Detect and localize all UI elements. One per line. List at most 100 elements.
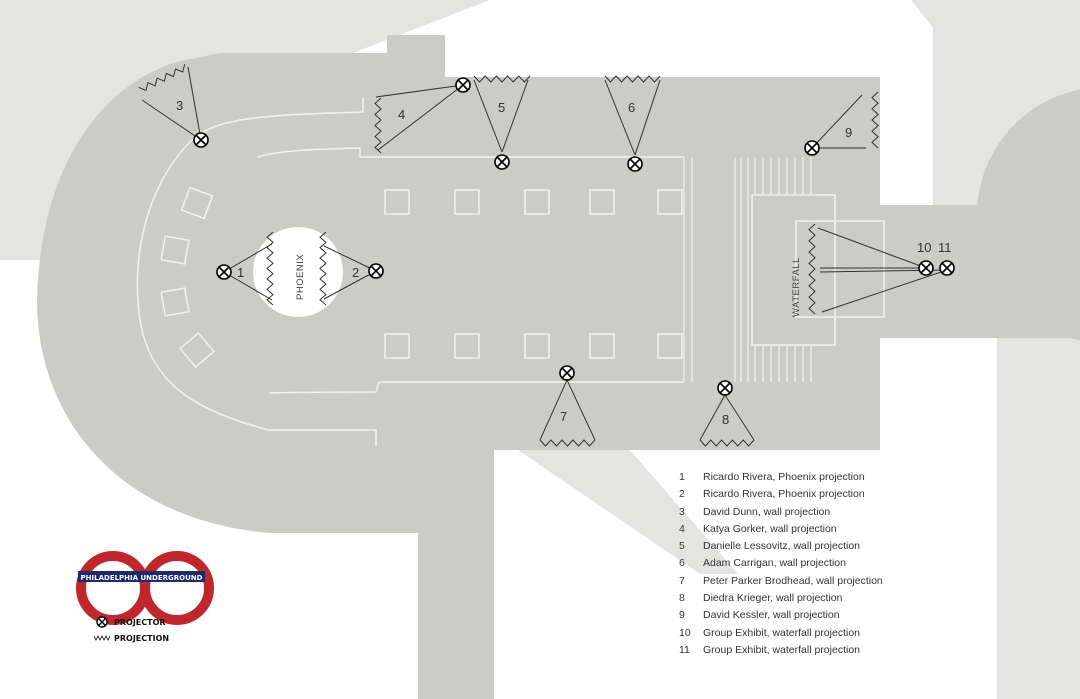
legend-number: 10 [679,626,691,639]
projection-beam [539,379,568,441]
legend-text: Diedra Krieger, wall projection [703,592,843,605]
projector-icon [559,365,575,381]
projection-beam [566,379,596,441]
projection-surface-zigzag [266,231,274,306]
projection-surface-zigzag [871,91,879,149]
projector-icon [368,263,384,279]
philadelphia-underground-logo: PHILADELPHIA UNDERGROUND [76,551,214,625]
projector-label-4: 4 [398,107,405,122]
projector-label-1: 1 [237,265,244,280]
column [589,189,615,215]
legend-item: 9 David Kessler, wall projection [679,609,883,626]
projector-icon [804,140,820,156]
legend-item: 11 Group Exhibit, waterfall projection [679,644,883,661]
projection-surface-zigzag [808,223,816,315]
projection-beam [375,84,464,98]
column [384,333,410,359]
legend-number: 11 [679,643,690,656]
projector-labels: 1 2 3 4 5 6 7 8 9 10 11 [176,98,952,427]
projector-icon [455,77,471,93]
legend-text: Danielle Lessovitz, wall projection [703,540,860,553]
legend-item: 8 Diedra Krieger, wall projection [679,592,883,609]
key-projection-label: PROJECTION [114,633,170,643]
columns [160,186,683,368]
legend-number: 2 [679,488,685,501]
projection-beam [223,271,273,301]
projector-icon [193,132,209,148]
projection-beam [811,94,863,149]
legend-text: Group Exhibit, waterfall projection [703,643,860,656]
projection-beam [187,66,202,141]
projection-surface-zigzag [319,231,327,306]
column [160,235,190,265]
legend-number: 5 [679,540,685,553]
column [524,333,550,359]
projector-icon [939,260,955,276]
projection-beam [699,394,726,441]
projector-icon [918,260,934,276]
projection-beam [724,394,755,441]
legend-text: David Kessler, wall projection [703,609,840,622]
legend-text: Peter Parker Brodhead, wall projection [703,574,883,587]
legend-item: 5 Danielle Lessovitz, wall projection [679,540,883,557]
phoenix-sculpture [253,227,343,317]
column [454,333,480,359]
projector-label-6: 6 [628,100,635,115]
projection-beam [141,99,202,141]
legend-text: David Dunn, wall projection [703,505,831,518]
legend-item: 3 David Dunn, wall projection [679,506,883,523]
legend-number: 4 [679,522,685,535]
concourse-floor [37,35,1080,699]
column [179,332,215,368]
projection-surface-zigzag [138,64,186,92]
projection-surface-zigzag [473,75,531,83]
zigzag-icon [90,635,114,641]
legend-number: 9 [679,609,685,622]
column [657,189,683,215]
legend-item: 7 Peter Parker Brodhead, wall projection [679,575,883,592]
projector-icon [216,264,232,280]
projection-beam [323,270,377,300]
legend-number: 1 [679,471,685,483]
projector-label-2: 2 [352,265,359,280]
projector-icon [90,616,114,628]
projector-label-9: 9 [845,125,852,140]
waterfall-label: WATERFALL [791,257,802,317]
projection-beam [377,84,464,151]
column [657,333,683,359]
projector-label-8: 8 [722,412,729,427]
map-key: PROJECTOR PROJECTION [90,614,169,646]
legend-number: 3 [679,505,685,518]
projection-surface-zigzag [374,97,382,154]
projection-surface-zigzag [539,439,596,447]
projector-label-10: 10 [917,240,931,255]
legend-text: Ricardo Rivera, Phoenix projection [703,488,865,501]
legend-item: 4 Katya Gorker, wall projection [679,523,883,540]
projector-label-11: 11 [938,240,952,255]
legend-number: 7 [679,574,685,587]
legend-number: 8 [679,592,685,605]
logo-text: PHILADELPHIA UNDERGROUND [81,574,203,582]
projector-label-5: 5 [498,100,505,115]
projection-beam [634,79,661,156]
projection-beam [223,243,273,273]
column [180,186,214,220]
legend-text: Katya Gorker, wall projection [703,522,837,535]
outside-diagonal-strip [518,450,738,574]
column [384,189,410,215]
projector-icon [494,154,510,170]
key-projector-label: PROJECTOR [114,617,166,627]
projector-label-7: 7 [560,409,567,424]
projection-beam [473,79,503,153]
projectors [193,77,955,396]
stairs [683,157,812,382]
projection-surface-zigzag [604,75,661,83]
legend-number: 6 [679,557,685,570]
column [524,189,550,215]
